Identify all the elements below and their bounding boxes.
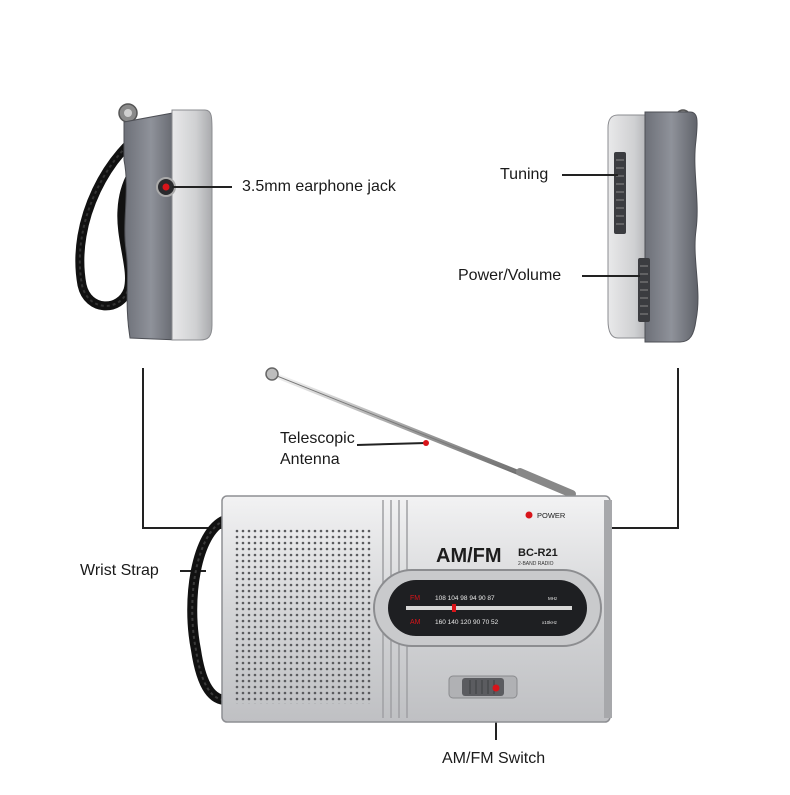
antenna-label-line1: Telescopic xyxy=(280,428,355,449)
antenna-label-line2: Antenna xyxy=(280,449,355,470)
power-volume-label: Power/Volume xyxy=(458,267,561,285)
tuning-needle xyxy=(452,604,456,612)
antenna-label: Telescopic Antenna xyxy=(280,428,355,470)
right-view-grey-body xyxy=(645,112,698,342)
wrist-strap-label: Wrist Strap xyxy=(80,562,159,580)
am-scale: 160 140 120 90 70 52 xyxy=(435,619,499,626)
fm-scale: 108 104 98 94 90 87 xyxy=(435,595,495,602)
tuning-label: Tuning xyxy=(500,166,548,184)
am-fm-switch-label: AM/FM Switch xyxy=(442,750,545,768)
fm-band-label: FM xyxy=(410,595,420,602)
front-view: POWER AM/FM BC-R21 2-BAND RADIO FM 108 1… xyxy=(192,368,612,722)
tuning-wheel-icon xyxy=(614,152,626,234)
power-led-icon xyxy=(526,512,533,519)
am-unit: x10kHz xyxy=(542,620,558,625)
brand-label: AM/FM xyxy=(436,545,502,567)
left-connector-line xyxy=(143,368,228,528)
left-view-silver-face xyxy=(172,110,212,340)
fm-unit: MHz xyxy=(548,596,558,601)
antenna-pointer-line xyxy=(357,443,426,445)
power-label: POWER xyxy=(537,511,566,520)
front-wrist-strap xyxy=(192,520,226,700)
earphone-jack-label: 3.5mm earphone jack xyxy=(242,178,396,196)
left-view-grey-body xyxy=(124,112,178,340)
model-label: BC-R21 xyxy=(518,547,558,559)
left-side-view xyxy=(80,104,212,340)
speaker-grille xyxy=(234,528,372,704)
antenna-marker-dot xyxy=(423,440,429,446)
am-band-label: AM xyxy=(410,619,421,626)
subtitle-label: 2-BAND RADIO xyxy=(518,561,554,567)
switch-marker-dot xyxy=(493,685,500,692)
right-side-view xyxy=(608,110,698,342)
